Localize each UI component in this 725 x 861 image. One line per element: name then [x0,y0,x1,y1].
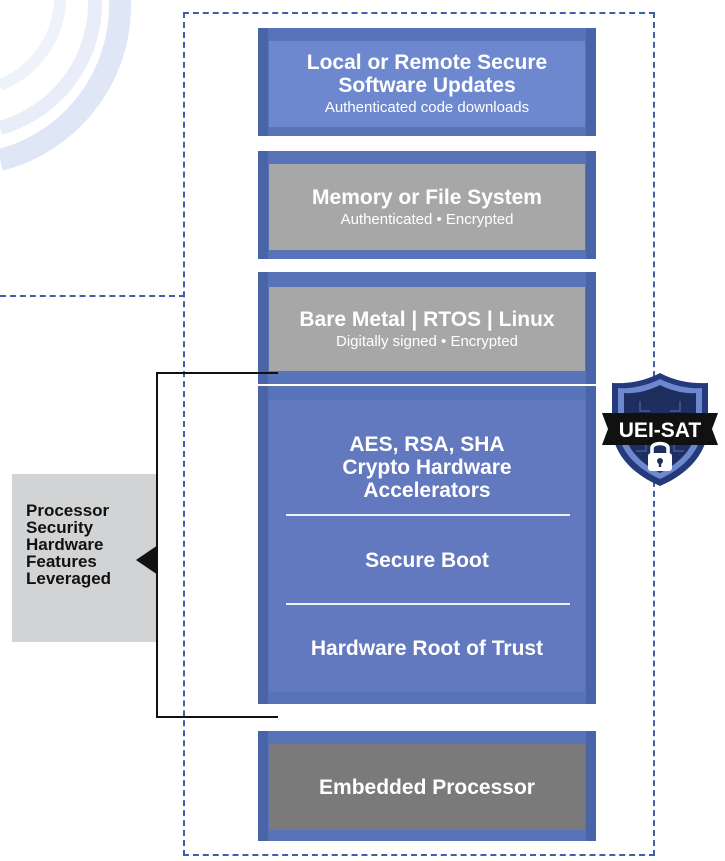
uei-sat-shield-badge: UEI-SAT [602,373,718,486]
callout-arrow-icon [136,545,158,575]
layer-title: Bare Metal | RTOS | Linux [299,307,555,331]
layer-operating-system: Bare Metal | RTOS | Linux Digitally sign… [269,287,585,371]
layer-title: AES, RSA, SHA Crypto Hardware Accelerato… [342,432,512,502]
callout-line: Features [26,552,97,571]
layer-embedded-processor: Embedded Processor [269,744,585,830]
layer-subtitle: Authenticated code downloads [324,99,530,116]
hardware-block-bg [269,400,585,692]
layer-divider [286,603,570,605]
callout-line: Hardware [26,535,104,554]
layer-title: Secure Boot [365,548,489,572]
layer-title: Memory or File System [312,185,542,209]
dashed-connector [0,295,185,297]
padlock-icon [648,441,672,471]
layer-title: Embedded Processor [319,775,535,799]
layer-memory-file-system: Memory or File System Authenticated • En… [269,164,585,250]
layer-divider [286,514,570,516]
layer-subtitle: Digitally signed • Encrypted [335,332,518,350]
badge-label: UEI-SAT [619,419,702,442]
layer-title: Local or Remote Secure Software Updates [306,51,548,97]
layer-crypto-accelerators: AES, RSA, SHA Crypto Hardware Accelerato… [269,418,585,516]
callout-line: Processor [26,501,110,520]
callout-line: Security [26,518,94,537]
layer-root-of-trust: Hardware Root of Trust [269,605,585,691]
callout-box: Processor Security Hardware Features Lev… [12,474,156,642]
decorative-arcs [0,0,132,171]
layer-secure-boot: Secure Boot [269,516,585,604]
callout-line: Leveraged [26,569,112,588]
layer-software-updates: Local or Remote Secure Software Updates … [269,41,585,127]
layer-title: Hardware Root of Trust [310,636,544,660]
hardware-bracket [156,372,278,718]
layer-subtitle: Authenticated • Encrypted [340,210,514,228]
